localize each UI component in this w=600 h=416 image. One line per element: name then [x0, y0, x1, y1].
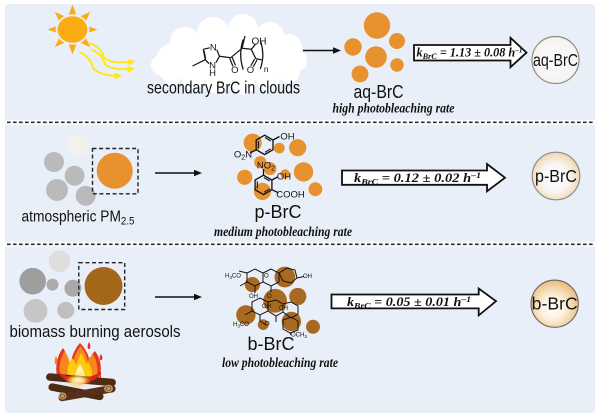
svg-text:aq-BrC: aq-BrC [533, 50, 578, 70]
svg-text:medium photobleaching rate: medium photobleaching rate [214, 224, 352, 239]
svg-text:O: O [247, 65, 254, 76]
svg-text:secondary BrC in clouds: secondary BrC in clouds [147, 78, 300, 98]
svg-text:O: O [231, 65, 238, 76]
svg-text:H: H [209, 68, 216, 79]
svg-text:H3CO: H3CO [233, 322, 249, 328]
svg-text:OH: OH [279, 306, 288, 312]
svg-text:biomass burning aerosols: biomass burning aerosols [10, 322, 181, 341]
svg-text:n: n [264, 64, 269, 74]
svg-text:O: O [265, 322, 270, 328]
svg-text:O2N: O2N [234, 150, 252, 162]
svg-text:OH: OH [262, 304, 271, 310]
svg-text:aq-BrC: aq-BrC [354, 82, 404, 102]
svg-text:kBrC = 1.13 ± 0.08 h–1: kBrC = 1.13 ± 0.08 h–1 [417, 46, 523, 62]
svg-text:OH: OH [277, 172, 291, 183]
svg-text:low photobleaching rate: low photobleaching rate [222, 355, 338, 370]
svg-text:b-BrC: b-BrC [532, 294, 578, 314]
svg-text:COOH: COOH [276, 190, 305, 201]
svg-text:N: N [210, 42, 217, 53]
svg-text:OCH3: OCH3 [291, 333, 307, 339]
svg-text:N: N [209, 60, 216, 71]
svg-text:high photobleaching rate: high photobleaching rate [333, 101, 455, 116]
svg-text:atmospheric PM2.5: atmospheric PM2.5 [22, 208, 135, 227]
svg-text:OH: OH [280, 132, 294, 143]
svg-text:kBrC = 0.12 ± 0.02 h–1: kBrC = 0.12 ± 0.02 h–1 [354, 170, 481, 187]
svg-text:p-BrC: p-BrC [254, 202, 301, 222]
svg-text:OH: OH [252, 37, 267, 48]
svg-text:NO2: NO2 [257, 161, 275, 173]
svg-text:OH: OH [249, 294, 258, 300]
svg-text:b-BrC: b-BrC [247, 334, 294, 354]
svg-text:O: O [267, 294, 272, 300]
svg-text:O: O [264, 274, 269, 280]
svg-text:kBrC = 0.05 ± 0.01 h–1: kBrC = 0.05 ± 0.01 h–1 [347, 294, 471, 311]
svg-text:H3CO: H3CO [225, 274, 241, 280]
svg-text:OH: OH [303, 274, 312, 280]
svg-text:p-BrC: p-BrC [535, 166, 577, 186]
